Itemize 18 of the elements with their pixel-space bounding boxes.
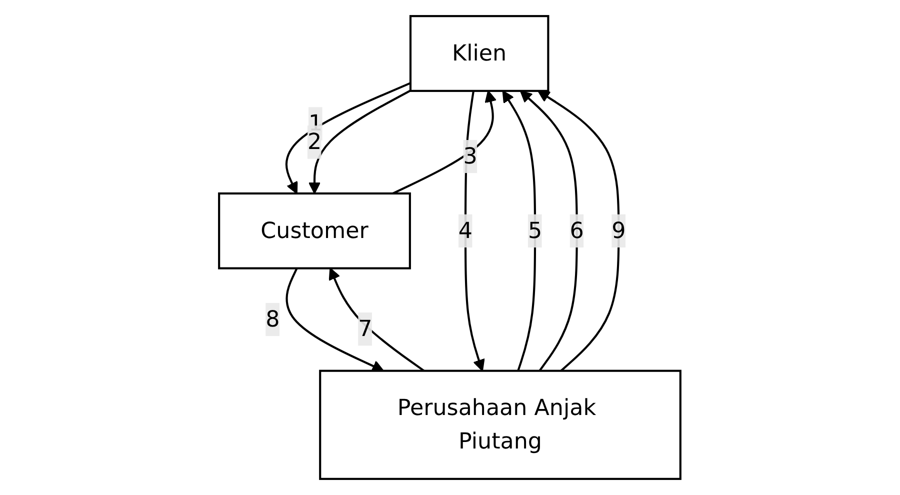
arrow xyxy=(308,90,412,194)
arrow xyxy=(520,90,578,372)
edge-label: 3 xyxy=(464,142,478,169)
arrow xyxy=(538,90,620,372)
arrow xyxy=(286,82,412,194)
edge-label: 9 xyxy=(612,217,626,244)
edge-label: 5 xyxy=(528,217,542,244)
node-box: Customer xyxy=(218,192,412,270)
edge-label: 8 xyxy=(266,306,280,332)
node-box: Perusahaan Anjak Piutang xyxy=(319,370,682,480)
arrow xyxy=(502,90,536,372)
edge-label: 4 xyxy=(458,217,473,244)
edge-label: 7 xyxy=(358,315,372,342)
node-box: Klien xyxy=(410,15,550,92)
edge-label: 6 xyxy=(570,217,584,244)
arrow xyxy=(392,90,497,194)
arrow xyxy=(286,268,384,372)
arrow xyxy=(329,268,425,372)
